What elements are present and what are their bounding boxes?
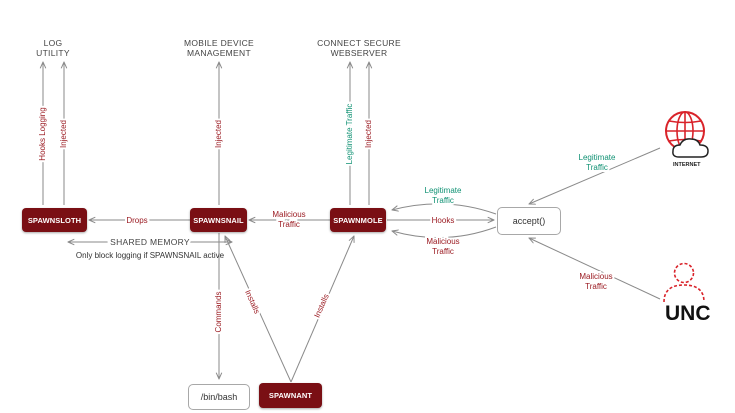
node-spawnant: SPAWNANT	[259, 383, 322, 408]
label-legit-internet-1: Legitimate	[579, 153, 616, 162]
label-legit-internet-2: Traffic	[586, 163, 608, 172]
globe-cloud-icon	[665, 111, 709, 158]
node-accept: accept()	[497, 207, 561, 235]
label-shared-memory-note: Only block logging if SPAWNSNAIL active	[76, 251, 225, 260]
internet-label: INTERNET	[673, 162, 701, 168]
label-installs-mole: Installs	[312, 293, 330, 319]
label-legit-accept-1: Legitimate	[425, 186, 462, 195]
label-legit-accept-2: Traffic	[432, 196, 454, 205]
label-injected-web: Injected	[364, 120, 373, 148]
node-spawnsloth: SPAWNSLOTH	[22, 208, 87, 232]
target-log-utility-line-1: LOG	[43, 38, 63, 48]
label-hooks: Hooks	[432, 216, 455, 225]
label-commands: Commands	[214, 292, 223, 333]
target-mdm-line-2: MANAGEMENT	[187, 48, 251, 58]
label-malicious-unc-1: Malicious	[579, 272, 612, 281]
label-hooks-logging: Hooks Logging	[38, 107, 47, 160]
target-webserver-line-2: WEBSERVER	[330, 48, 388, 58]
label-malicious-traffic-1: Malicious	[272, 210, 305, 219]
label-installs-snail: Installs	[243, 289, 261, 315]
label-shared-memory: SHARED MEMORY	[110, 237, 190, 247]
node-spawnsnail: SPAWNSNAIL	[190, 208, 247, 232]
arrow-ant-installs-mole	[290, 236, 354, 383]
label-injected-mdm: Injected	[214, 120, 223, 148]
node-bin-bash: /bin/bash	[188, 384, 250, 410]
label-malicious-traffic-2: Traffic	[278, 220, 300, 229]
label-malicious-unc-2: Traffic	[585, 282, 607, 291]
arrow-internet-accept	[529, 147, 661, 204]
node-spawnmole: SPAWNMOLE	[330, 208, 386, 232]
target-webserver-line-1: CONNECT SECURE	[317, 38, 401, 48]
label-drops: Drops	[126, 216, 147, 225]
target-connect-secure-webserver: CONNECT SECURE WEBSERVER	[309, 38, 409, 58]
label-injected-log: Injected	[59, 120, 68, 148]
label-malicious-accept-2: Traffic	[432, 247, 454, 256]
target-mobile-device-management: MOBILE DEVICE MANAGEMENT	[174, 38, 264, 58]
threat-actor-person-icon	[663, 262, 705, 303]
label-malicious-accept-1: Malicious	[426, 237, 459, 246]
arrow-unc-accept	[529, 238, 661, 300]
target-log-utility-line-2: UTILITY	[36, 48, 70, 58]
arrow-accept-malicious-mole	[392, 226, 497, 239]
arrow-ant-installs-snail	[225, 236, 292, 383]
label-legitimate-traffic-vertical: Legitimate Traffic	[345, 104, 354, 165]
arrow-accept-legit-mole	[392, 203, 497, 215]
target-log-utility: LOG UTILITY	[18, 38, 88, 58]
target-mdm-line-1: MOBILE DEVICE	[183, 38, 255, 48]
unc-label: UNC	[665, 302, 711, 325]
